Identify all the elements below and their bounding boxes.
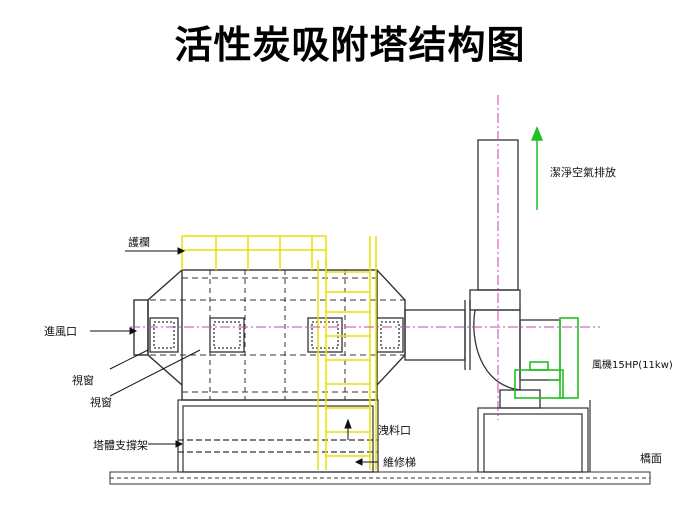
connecting-duct	[404, 300, 471, 370]
exhaust-arrow	[530, 126, 544, 210]
fan-support-frame	[477, 400, 591, 473]
view-windows	[149, 317, 404, 353]
label-support: 塔體支撐架	[93, 438, 148, 452]
guardrail	[181, 235, 327, 270]
label-window-1: 視窗	[72, 373, 94, 387]
label-exhaust: 潔淨空氣排放	[550, 165, 616, 179]
page-title: 活性炭吸附塔结构图	[174, 23, 526, 67]
fan-motor	[514, 317, 579, 399]
fan-housing	[469, 289, 561, 409]
maintenance-ladder	[317, 236, 377, 470]
label-fan: 風機15HP(11kw)	[592, 358, 673, 371]
label-guardrail: 護欄	[128, 235, 150, 249]
ground-base	[109, 471, 651, 485]
label-discharge: 洩料口	[378, 423, 411, 437]
label-window-2: 視窗	[90, 395, 112, 409]
label-ground: 橋面	[640, 451, 662, 465]
leader-lines	[90, 247, 378, 466]
label-inlet: 進風口	[44, 325, 77, 338]
label-ladder: 維修梯	[383, 455, 416, 469]
exhaust-stack	[477, 95, 519, 420]
